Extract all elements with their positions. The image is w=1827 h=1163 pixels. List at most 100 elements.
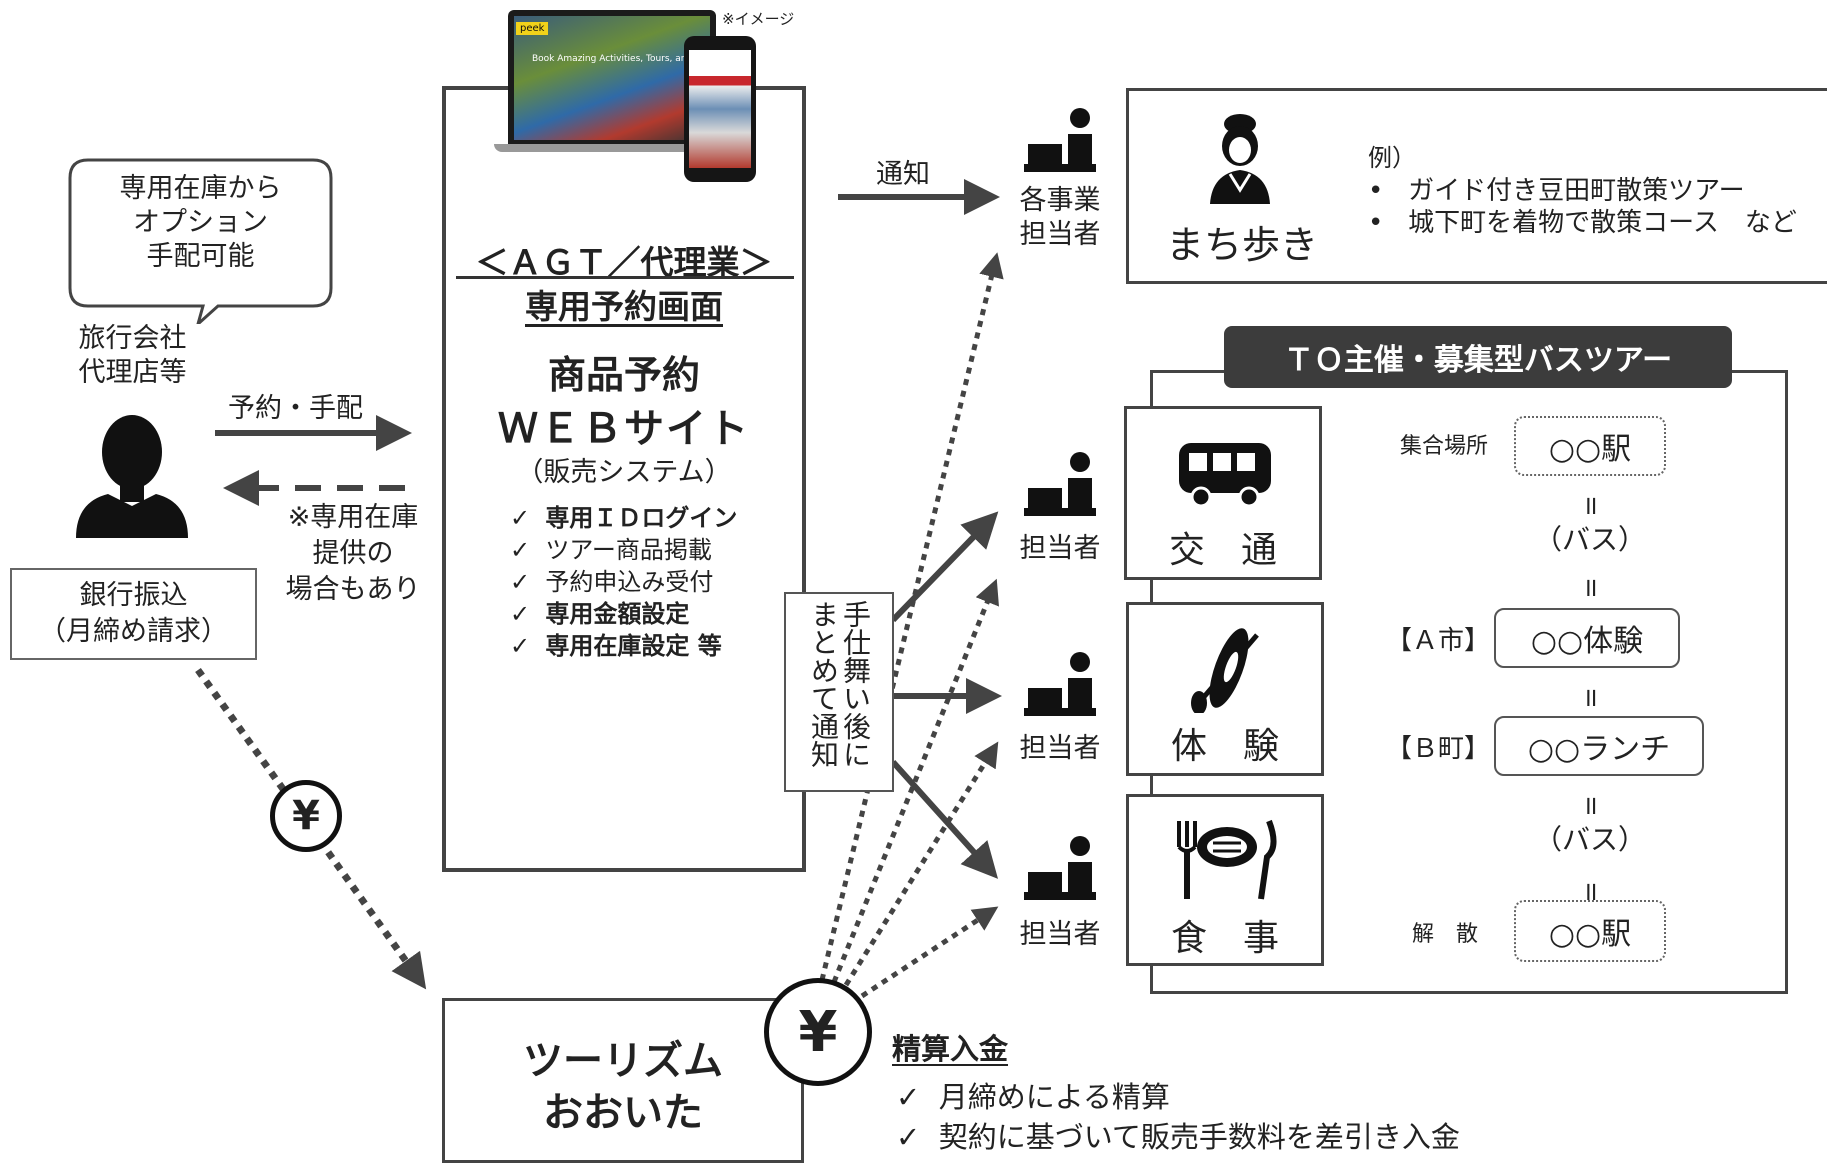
settlement-text: 契約に基づいて販売手数料を差引き入金: [938, 1120, 1460, 1154]
staff-line-1: 各事業: [1019, 185, 1101, 216]
feature-item: ✓ 専用在庫設定 等: [510, 630, 737, 662]
example-text: ガイド付き豆田町散策ツアー: [1408, 176, 1745, 206]
disband-label: 解 散: [1412, 922, 1479, 947]
meal-icon: [1177, 819, 1277, 900]
feature-text: 専用金額設定: [545, 600, 690, 628]
tourism-line-1: ツーリズム: [523, 1038, 723, 1084]
staff-line-2: 担当者: [1019, 219, 1101, 250]
feature-text: ツアー商品掲載: [545, 536, 712, 564]
web-main-2: ＷＥＢサイト: [498, 406, 750, 452]
bus-tour-header: ＴＯ主催・募集型バスツアー: [1224, 326, 1732, 388]
check-icon: ✓: [510, 504, 531, 532]
staff-desk-icon: [1024, 652, 1096, 716]
screen-headline: Book Amazing Activities, Tours, and: [532, 54, 693, 64]
stock-note: ※専用在庫 提供の 場合もあり: [268, 500, 438, 608]
title-underline: [456, 276, 794, 279]
meet-label: 集合場所: [1400, 434, 1489, 459]
equals-sign: ॥: [1582, 877, 1598, 907]
meet-station-box: ○○駅: [1514, 416, 1666, 476]
feature-text: 専用ＩＤログイン: [545, 504, 738, 532]
machi-label: まち歩き: [1166, 223, 1319, 267]
yen-icon-left: ¥: [270, 780, 342, 852]
category-label: 体 験: [1170, 726, 1279, 767]
bank-line-2: （月締め請求）: [39, 616, 228, 647]
branch-arrow-transport: [890, 511, 999, 623]
check-icon: ✓: [510, 632, 531, 660]
check-icon: ✓: [896, 1080, 921, 1114]
stock-note-line-3: 場合もあり: [285, 574, 421, 605]
batch-notify-note: 手仕舞い後に まとめて通知: [784, 592, 894, 792]
canoe-icon: [1191, 628, 1259, 713]
bank-box: 銀行振込 （月締め請求）: [10, 568, 257, 660]
web-reservation-box: [442, 86, 806, 872]
example-item: • ガイド付き豆田町散策ツアー: [1368, 176, 1745, 206]
check-icon: ✓: [896, 1120, 921, 1154]
staff-label-first: 各事業 担当者: [1010, 184, 1110, 252]
feature-item: ✓ 専用金額設定: [510, 598, 737, 630]
staff-label: 担当者: [1019, 533, 1101, 564]
category-meal: 食 事: [1126, 794, 1324, 966]
check-icon: ✓: [510, 600, 531, 628]
staff-desk-icon: [1024, 108, 1096, 172]
branch-arrow-meal: [890, 759, 999, 879]
end-station-box: ○○駅: [1514, 900, 1666, 962]
example-head: 例）: [1368, 144, 1416, 172]
example-text: 城下町を着物で散策コース など: [1408, 208, 1797, 238]
speech-line-1: 専用在庫から: [119, 173, 282, 204]
stock-note-line-2: 提供の: [312, 538, 394, 569]
feature-text: 予約申込み受付: [545, 568, 714, 596]
settlement-title: 精算入金: [892, 1032, 1009, 1066]
yen-symbol-left: ¥: [292, 793, 320, 839]
image-note: ※イメージ: [722, 10, 795, 28]
staff-label: 担当者: [1019, 733, 1101, 764]
settlement-item: ✓ 月締めによる精算: [896, 1074, 1170, 1116]
agent-line-2: 代理店等: [78, 357, 187, 388]
feature-list: ✓ 専用ＩＤログイン ✓ ツアー商品掲載 ✓ 予約申込み受付 ✓ 専用金額設定 …: [510, 502, 737, 662]
city-a-label: 【Ａ市】: [1386, 626, 1491, 656]
screen-brand: peek: [516, 22, 549, 35]
staff-label: 担当者: [1019, 919, 1101, 950]
agent-line-1: 旅行会社: [78, 323, 187, 354]
settlement-text: 月締めによる精算: [938, 1080, 1170, 1114]
fan-dotted-4: [860, 906, 999, 999]
equals-sign: ॥: [1582, 573, 1598, 603]
person-icon: [76, 415, 188, 538]
vertical-note-col-1: 手仕舞い後に: [839, 600, 872, 768]
reserve-label: 予約・手配: [228, 393, 363, 424]
tourism-line-2: おおいた: [543, 1090, 703, 1136]
vertical-note-col-2: まとめて通知: [807, 600, 840, 768]
equals-sign: ॥: [1582, 683, 1598, 713]
bus-leg-label: （バス）: [1533, 523, 1646, 556]
yen-symbol-main: ¥: [798, 999, 838, 1065]
tourism-oita-box: ツーリズム おおいた: [442, 998, 804, 1163]
web-title-2: 専用予約画面: [525, 287, 723, 326]
check-icon: ✓: [510, 568, 531, 596]
speech-bubble: 専用在庫から オプション 手配可能: [68, 158, 333, 324]
agent-label: 旅行会社 代理店等: [55, 322, 210, 390]
stock-note-line-1: ※専用在庫: [287, 502, 419, 533]
equals-sign: ॥: [1582, 791, 1598, 821]
speech-line-3: 手配可能: [146, 241, 255, 272]
lunch-stop-box: ○○ランチ: [1494, 716, 1704, 776]
bus-leg-label: （バス）: [1533, 823, 1646, 856]
category-label: 交 通: [1168, 530, 1277, 571]
equals-sign: ॥: [1582, 491, 1598, 521]
kimono-person-icon: [1210, 114, 1270, 204]
speech-line-2: オプション: [133, 207, 268, 238]
category-label: 食 事: [1170, 918, 1279, 959]
feature-item: ✓ 予約申込み受付: [510, 566, 737, 598]
fan-dotted-3: [843, 741, 999, 987]
check-icon: ✓: [510, 536, 531, 564]
web-sub: （販売システム）: [516, 457, 732, 488]
bus-icon: [1179, 443, 1271, 508]
category-experience: 体 験: [1126, 602, 1324, 776]
category-transport: 交 通: [1124, 406, 1322, 580]
notify-label: 通知: [876, 159, 930, 190]
experience-stop-box: ○○体験: [1494, 608, 1680, 668]
bank-line-1: 銀行振込: [79, 580, 188, 611]
settlement-item: ✓ 契約に基づいて販売手数料を差引き入金: [896, 1114, 1460, 1156]
phone-mockup: [684, 36, 756, 182]
feature-item: ✓ ツアー商品掲載: [510, 534, 737, 566]
staff-desk-icon: [1024, 836, 1096, 900]
